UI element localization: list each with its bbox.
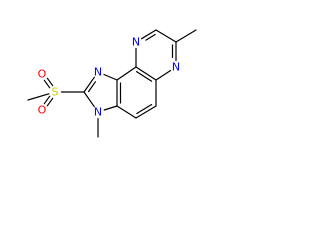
bond-imidazole-1 bbox=[103, 73, 118, 81]
bond-benzene-4-inner bbox=[136, 103, 153, 115]
bond-imidazole-2 bbox=[83, 76, 95, 93]
bond-s-o-top-b bbox=[43, 79, 51, 89]
bond-benzene-2-inner bbox=[136, 70, 153, 82]
atom-oxygen-top: O bbox=[38, 68, 47, 81]
atom-sulfur: S bbox=[52, 86, 59, 99]
atom-oxygen-bottom: O bbox=[38, 104, 47, 117]
bonds bbox=[27, 29, 197, 138]
atom-n-pyrazine-bottom: N bbox=[172, 61, 180, 74]
atom-n-imidazole-top: N bbox=[94, 66, 102, 79]
chemical-structure-diagram: N N N N SO O bbox=[27, 29, 197, 138]
bond-imidazole-2-inner bbox=[87, 81, 97, 93]
bond-pyrazine-3 bbox=[155, 29, 177, 43]
atom-n-imidazole-bottom: N bbox=[94, 106, 102, 119]
bond-methyl-pyrazine bbox=[175, 29, 197, 43]
bond-benzene-2 bbox=[135, 66, 157, 81]
bond-benzene-5 bbox=[116, 105, 137, 119]
bond-imidazole-4 bbox=[103, 105, 118, 111]
bond-s-o-bottom-a bbox=[43, 95, 51, 105]
bond-benzene-1 bbox=[116, 66, 137, 81]
atom-labels: N N N N SO O bbox=[38, 36, 180, 119]
bond-pyrazine-2 bbox=[141, 29, 157, 40]
atom-n-pyrazine-top: N bbox=[132, 36, 140, 49]
bond-s-o-top-a bbox=[46, 77, 54, 87]
bond-benzene-4 bbox=[135, 105, 157, 119]
bond-s-o-bottom-b bbox=[46, 97, 54, 107]
bond-imidazole-3 bbox=[83, 91, 95, 108]
bond-pyrazine-5 bbox=[155, 69, 172, 81]
bond-s-methyl bbox=[27, 93, 50, 101]
bond-pyrazine-2-inner bbox=[145, 33, 156, 41]
